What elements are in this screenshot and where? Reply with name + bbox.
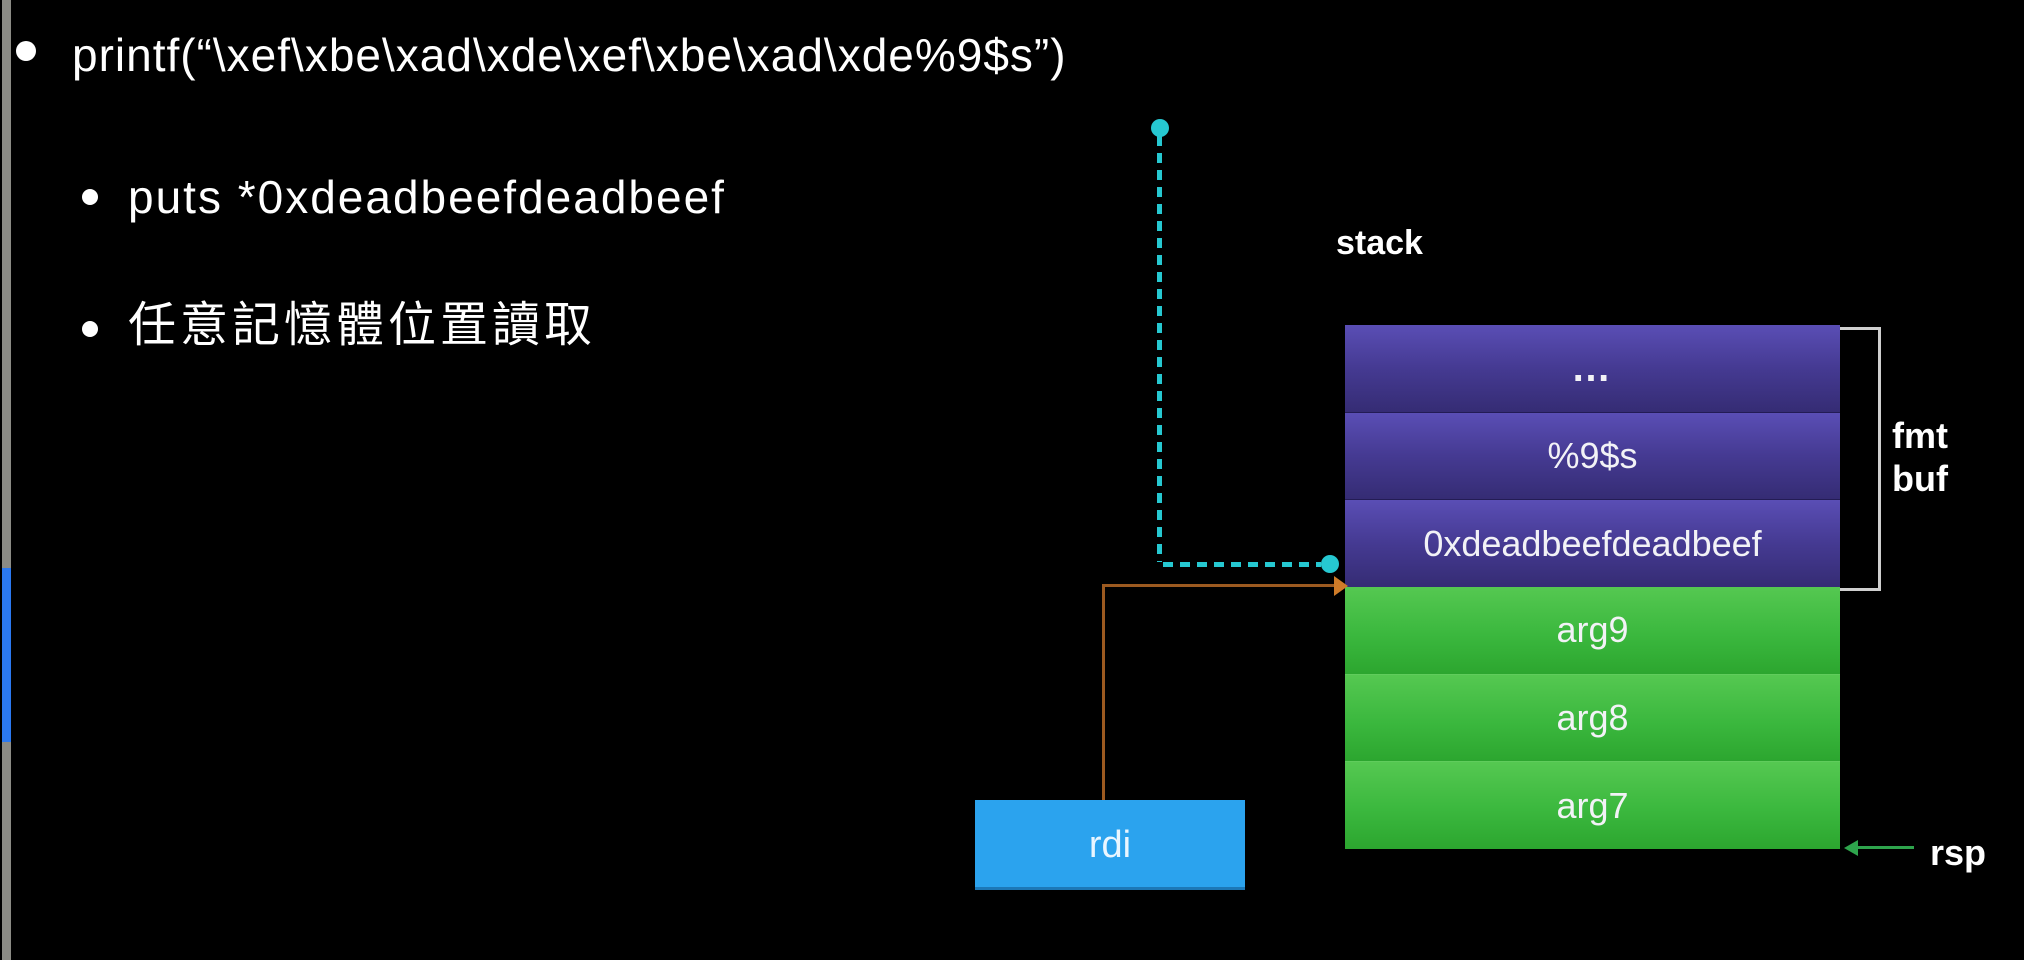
rdi-register-label: rdi [1088, 823, 1132, 866]
stack-row-label: arg7 [1556, 784, 1629, 826]
fmt-buf-bracket [1840, 327, 1881, 591]
bullet-dot-level2 [82, 189, 98, 205]
fmt-buf-label: fmt buf [1892, 414, 1948, 500]
stack-row-arg9: arg9 [1345, 587, 1840, 674]
printf-format-string-text: printf(“\xef\xbe\xad\xde\xef\xbe\xad\xde… [72, 29, 1067, 81]
pointer-end-dot [1321, 555, 1339, 573]
stack-row-label: arg8 [1556, 697, 1629, 739]
rdi-register-box: rdi [975, 800, 1245, 890]
stack-title-label: stack [1336, 224, 1423, 262]
rdi-pointer-horizontal-line [1102, 584, 1334, 587]
stack-row-arg7: arg7 [1345, 761, 1840, 850]
stack-row-arg8: arg8 [1345, 673, 1840, 762]
stack-row-label: %9$s [1547, 435, 1638, 476]
fmt-buf-label-line1: fmt [1892, 415, 1948, 456]
pointer-dashed-vertical-line [1157, 136, 1162, 562]
scrollbar-blue-segment[interactable] [2, 568, 11, 742]
rdi-pointer-arrowhead-icon [1334, 576, 1348, 596]
stack-row-ellipsis: … [1345, 325, 1840, 412]
rsp-register-label: rsp [1930, 832, 1987, 873]
fmt-buf-label-line2: buf [1892, 458, 1948, 499]
rdi-pointer-vertical-line [1102, 586, 1105, 800]
left-edge-scrollbar[interactable] [2, 0, 11, 960]
puts-deadbeef-text: puts *0xdeadbeefdeadbeef [128, 171, 726, 223]
stack-row-label: 0xdeadbeefdeadbeef [1423, 522, 1762, 564]
stack-row-deadbeef-address: 0xdeadbeefdeadbeef [1345, 499, 1840, 588]
bullet-dot-level1 [16, 41, 36, 61]
bullet-dot-level2 [82, 321, 98, 337]
stack-box: … %9$s 0xdeadbeefdeadbeef arg9 arg8 arg7 [1345, 325, 1840, 850]
rsp-arrowhead-icon [1844, 840, 1858, 856]
stack-row-label: arg9 [1556, 609, 1629, 651]
arbitrary-memory-read-text: 任意記憶體位置讀取 [128, 299, 597, 352]
pointer-dashed-horizontal-line [1163, 562, 1321, 567]
stack-row-label: … [1571, 345, 1614, 390]
pointer-start-dot [1151, 119, 1169, 137]
stack-row-format-specifier: %9$s [1345, 411, 1840, 500]
rsp-arrow-line [1856, 846, 1914, 849]
